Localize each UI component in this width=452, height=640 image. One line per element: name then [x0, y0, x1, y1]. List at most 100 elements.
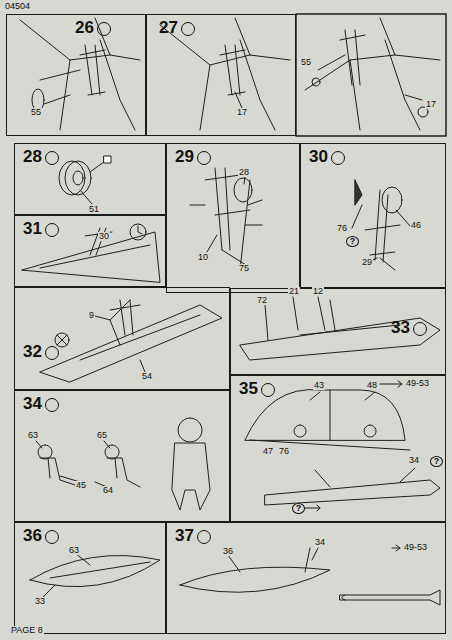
- query-symbol: ?: [430, 456, 443, 467]
- arrow: [305, 505, 320, 511]
- clock-hand: [138, 226, 142, 234]
- leader-line: [95, 316, 145, 372]
- callout-number: 45: [75, 481, 87, 490]
- step-number: 30: [309, 148, 345, 165]
- callout-number: 9: [88, 311, 95, 320]
- gear-strut: [205, 168, 250, 270]
- callout-number: 49-53: [403, 543, 428, 552]
- step-number: 32: [23, 343, 59, 360]
- fuselage-top: [240, 318, 440, 360]
- step-number: 26: [75, 19, 111, 36]
- leader-line: [42, 553, 90, 598]
- glue-mark: [312, 78, 320, 86]
- gear-strut: [220, 45, 245, 95]
- step-number: 31: [23, 220, 59, 237]
- canopy: [245, 390, 410, 450]
- step-panel: 32: [14, 287, 230, 390]
- step-panel: 26: [6, 14, 146, 136]
- step-number: 29: [175, 148, 211, 165]
- fuselage: [40, 300, 222, 382]
- leader-line: [44, 95, 70, 104]
- wheel: [65, 161, 91, 195]
- wheel: [382, 187, 402, 213]
- callout-number: 49-53: [405, 379, 430, 388]
- gear-strut: [85, 228, 112, 255]
- wheel: [59, 161, 85, 195]
- leader-line: [80, 162, 104, 204]
- step-number: 37: [175, 527, 211, 544]
- callout-number: 76: [336, 224, 348, 233]
- wheel-hub: [73, 171, 83, 185]
- query-symbol: ?: [346, 236, 359, 247]
- callout-number: 10: [197, 253, 209, 262]
- step-number: 36: [23, 527, 59, 544]
- step-number: 34: [23, 395, 59, 412]
- gear-strut: [80, 45, 105, 95]
- callout-number: 36: [222, 547, 234, 556]
- step-panel: 27: [146, 14, 296, 136]
- cross-mark: [57, 335, 67, 345]
- glue-mark: [55, 333, 69, 347]
- fuselage-underside: [160, 18, 290, 130]
- callout-number: 51: [88, 205, 100, 214]
- leader-line: [265, 297, 335, 340]
- callout-number: PAGE 8: [10, 626, 44, 635]
- panel-outline: [296, 14, 446, 136]
- missile: [340, 590, 440, 605]
- step-number: 27: [159, 19, 195, 36]
- pilot-figure: [294, 425, 376, 437]
- callout-number: 28: [238, 168, 250, 177]
- callout-number: 72: [256, 296, 268, 305]
- callout-number: 55: [300, 58, 312, 67]
- step-number: 35: [239, 380, 275, 397]
- callout-number: 64: [102, 486, 114, 495]
- step-panel: 37: [166, 522, 446, 634]
- leader-line: [310, 381, 402, 400]
- step-panel: 34: [14, 390, 230, 522]
- paint-flag: [104, 156, 111, 163]
- leader-line: [235, 92, 242, 108]
- drop-tank: [30, 556, 160, 587]
- leader-line: [36, 441, 110, 487]
- gear-strut: [318, 30, 422, 100]
- callout-number: 34: [314, 538, 326, 547]
- gear-door: [355, 180, 362, 205]
- callout-number: 12: [312, 287, 324, 296]
- callout-number: 43: [313, 381, 325, 390]
- fuselage-underside: [305, 18, 440, 130]
- step-panel: 36: [14, 522, 166, 634]
- fuselage-underside: [20, 18, 140, 130]
- callout-number: 65: [96, 431, 108, 440]
- callout-number: 17: [425, 100, 437, 109]
- leader-line: [207, 177, 245, 252]
- callout-number: 48: [366, 381, 378, 390]
- callout-number: 46: [410, 221, 422, 230]
- callout-number: 33: [34, 597, 46, 606]
- gear-strut: [110, 300, 140, 335]
- step-number: 33: [391, 319, 427, 336]
- callout-number: 29: [361, 258, 373, 267]
- leader-line: [228, 545, 400, 572]
- callout-number: 04504: [4, 2, 31, 11]
- leader-line: [352, 205, 410, 262]
- callout-number: 17: [236, 108, 248, 117]
- callout-number: 47: [262, 447, 274, 456]
- pilot-figure: [172, 418, 210, 510]
- aircraft-silhouette: [265, 468, 440, 505]
- step-panel: 29: [166, 143, 300, 293]
- step-number: 28: [23, 148, 59, 165]
- callout-number: 21: [288, 287, 300, 296]
- step-panel: 31: [14, 215, 166, 287]
- callout-number: 63: [27, 431, 39, 440]
- callout-number: 54: [141, 372, 153, 381]
- leader-line: [190, 200, 262, 225]
- callout-number: 76: [278, 447, 290, 456]
- callout-number: 55: [30, 108, 42, 117]
- callout-number: 63: [68, 546, 80, 555]
- query-symbol: ?: [292, 503, 305, 514]
- callout-number: 34: [408, 456, 420, 465]
- callout-number: 75: [238, 264, 250, 273]
- drop-tank: [180, 548, 330, 592]
- clock-icon: [130, 224, 146, 240]
